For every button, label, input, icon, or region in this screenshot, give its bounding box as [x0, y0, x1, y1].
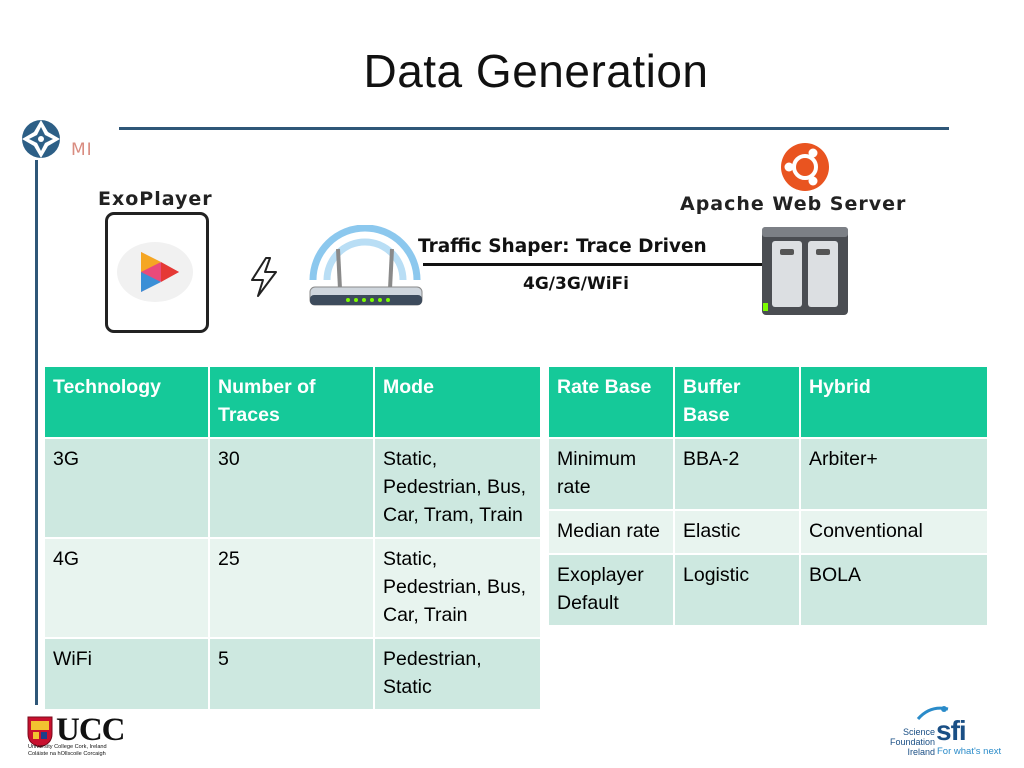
connection-line [423, 263, 763, 266]
header-cell: Mode [375, 367, 540, 439]
ucc-line-2: Coláiste na hOllscoile Corcaigh [28, 751, 106, 757]
title-divider [119, 127, 949, 130]
mi-logo-text: MI [71, 140, 93, 160]
header-cell: Hybrid [801, 367, 987, 439]
apache-server-label: Apache Web Server [680, 193, 907, 215]
sfi-text-1: Science [902, 727, 935, 737]
ucc-line-1: University College Cork, Ireland [28, 744, 107, 750]
table-cell: 25 [210, 539, 375, 639]
header-cell: Technology [45, 367, 210, 439]
ucc-shield-icon [27, 716, 53, 748]
left-divider [35, 160, 38, 705]
table-cell: 4G [45, 539, 210, 639]
table-cell: Elastic [675, 511, 801, 555]
slide-title: Data Generation [363, 45, 709, 97]
sfi-text-2: Foundation [889, 737, 935, 747]
server-icon [762, 227, 848, 315]
table-cell: Exoplayer Default [549, 555, 675, 627]
table-row: 4G 25 Static, Pedestrian, Bus, Car, Trai… [45, 539, 540, 639]
exoplayer-label: ExoPlayer [98, 188, 213, 210]
network-type-label: 4G/3G/WiFi [523, 274, 630, 294]
ucc-logo: UCC University College Cork, Ireland Col… [27, 712, 125, 762]
header-cell: Number of Traces [210, 367, 375, 439]
table-row: WiFi 5 Pedestrian, Static [45, 639, 540, 711]
table-cell: BOLA [801, 555, 987, 627]
header-cell: Rate Base [549, 367, 675, 439]
ubuntu-logo-icon [781, 143, 829, 191]
sfi-wordmark: sfi [936, 715, 967, 746]
table-cell: Minimum rate [549, 439, 675, 511]
router-icon [309, 225, 423, 306]
mi-logo-icon [22, 120, 60, 158]
sfi-logo: Science Foundation Ireland sfi For what'… [884, 705, 1014, 761]
table-cell: Arbiter+ [801, 439, 987, 511]
table-cell: 3G [45, 439, 210, 539]
table-row: Median rate Elastic Conventional [549, 511, 987, 555]
ucc-subtitle: University College Cork, Ireland Coláist… [28, 744, 107, 758]
table-row: Minimum rate BBA-2 Arbiter+ [549, 439, 987, 511]
lightning-icon [251, 257, 277, 297]
table-cell: Conventional [801, 511, 987, 555]
sfi-swoosh-icon [916, 706, 949, 721]
table-row: 3G 30 Static, Pedestrian, Bus, Car, Tram… [45, 439, 540, 539]
table-header-row: Technology Number of Traces Mode [45, 367, 540, 439]
traffic-shaper-label: Traffic Shaper: Trace Driven [418, 236, 707, 257]
exoplayer-logo-icon [117, 242, 193, 302]
table-row: Exoplayer Default Logistic BOLA [549, 555, 987, 627]
table-cell: 5 [210, 639, 375, 711]
table-cell: Median rate [549, 511, 675, 555]
table-cell: 30 [210, 439, 375, 539]
sfi-tagline: For what's next [937, 746, 1002, 757]
sfi-text-3: Ireland [907, 747, 935, 757]
table-cell: Logistic [675, 555, 801, 627]
table-cell: Static, Pedestrian, Bus, Car, Tram, Trai… [375, 439, 540, 539]
table-cell: Pedestrian, Static [375, 639, 540, 711]
header-cell: Buffer Base [675, 367, 801, 439]
ucc-wordmark: UCC [56, 712, 125, 748]
table-cell: Static, Pedestrian, Bus, Car, Train [375, 539, 540, 639]
table-cell: BBA-2 [675, 439, 801, 511]
traces-table: Technology Number of Traces Mode 3G 30 S… [45, 367, 540, 711]
table-header-row: Rate Base Buffer Base Hybrid [549, 367, 987, 439]
algorithms-table: Rate Base Buffer Base Hybrid Minimum rat… [549, 367, 987, 627]
table-cell: WiFi [45, 639, 210, 711]
